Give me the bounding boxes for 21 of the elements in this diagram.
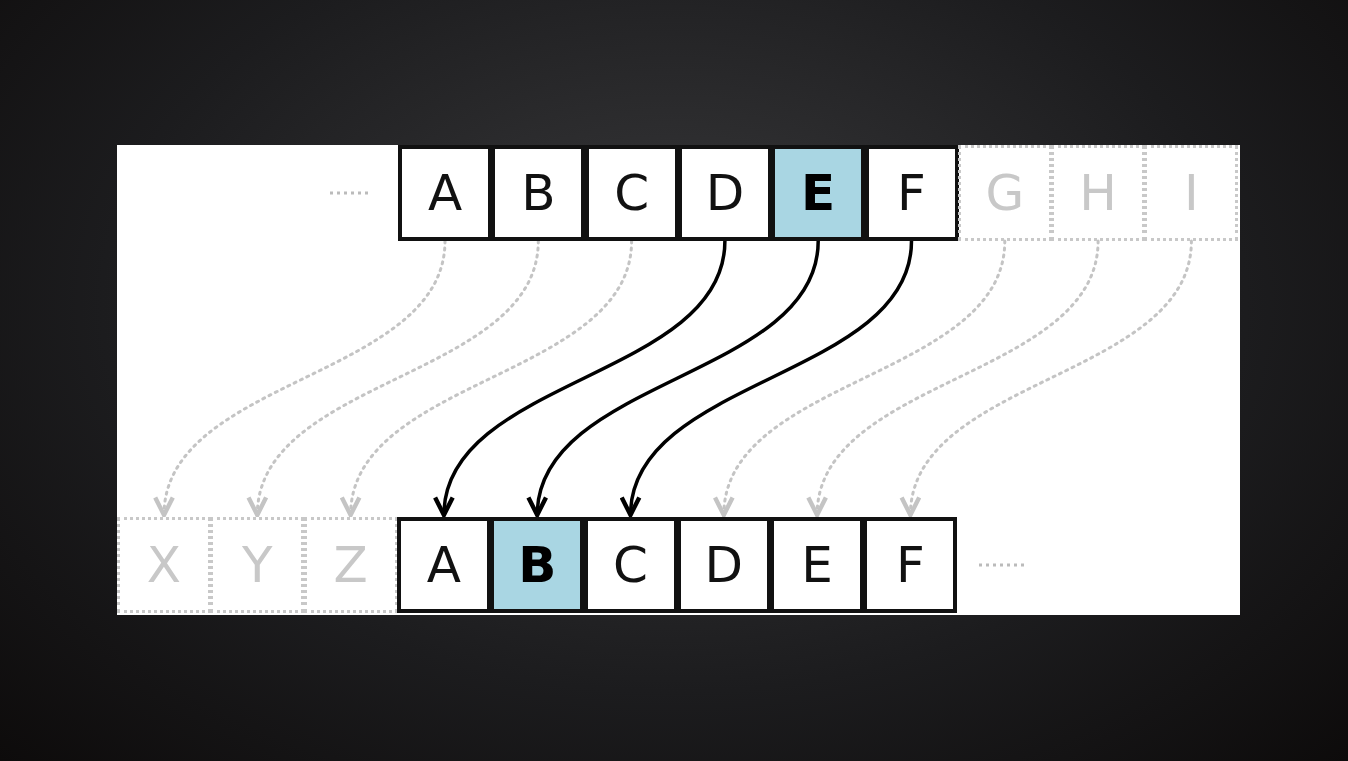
dotted-arrow bbox=[809, 239, 1100, 518]
letter-cell: F bbox=[864, 145, 959, 241]
letter-cell: C bbox=[584, 145, 679, 241]
letter-cell: E bbox=[770, 517, 865, 613]
letter-cell: B bbox=[491, 145, 586, 241]
dotted-arrow bbox=[156, 239, 447, 518]
letter-cell: D bbox=[676, 517, 771, 613]
dotted-arrow bbox=[249, 239, 540, 518]
dotted-arrow bbox=[902, 239, 1193, 518]
letter-cell: C bbox=[583, 517, 678, 613]
letter-cell: F bbox=[863, 517, 958, 613]
letter-cell: A bbox=[396, 517, 491, 613]
dotted-arrow bbox=[715, 239, 1007, 518]
dotted-arrow bbox=[342, 239, 634, 518]
letter-cell: D bbox=[677, 145, 772, 241]
letter-cell: A bbox=[398, 145, 492, 241]
arrow bbox=[529, 240, 820, 518]
arrow bbox=[622, 240, 914, 518]
letter-cell: E bbox=[771, 145, 866, 241]
arrow bbox=[436, 240, 727, 518]
letter-cell: B bbox=[490, 517, 585, 613]
